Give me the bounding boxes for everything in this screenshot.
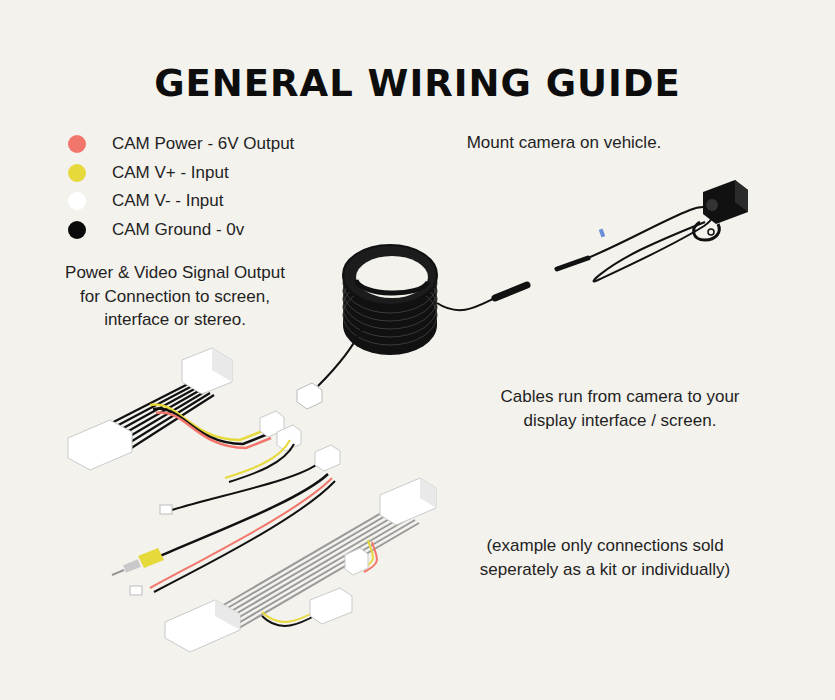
grey-harness [165,478,436,652]
diagram-title: GENERAL WIRING GUIDE [0,62,835,105]
note-label: (example only connections sold seperatel… [466,534,744,581]
legend-text: CAM V+ - Input [112,161,229,185]
camera [557,180,748,281]
legend-swatch [68,164,86,182]
note-label: Mount camera on vehicle. [434,131,694,155]
legend-text: CAM V- - Input [112,189,223,213]
stereo-harness [68,348,340,514]
legend-swatch [68,221,86,239]
rca-lead [112,474,335,595]
note-label: Cables run from camera to your display i… [486,385,754,432]
legend-text: CAM Ground - 0v [112,218,244,242]
legend-swatch [68,135,86,153]
cable-coil [297,245,527,409]
legend-swatch [68,192,86,210]
note-label: Power & Video Signal Output for Connecti… [55,261,295,332]
legend-text: CAM Power - 6V Output [112,132,294,156]
